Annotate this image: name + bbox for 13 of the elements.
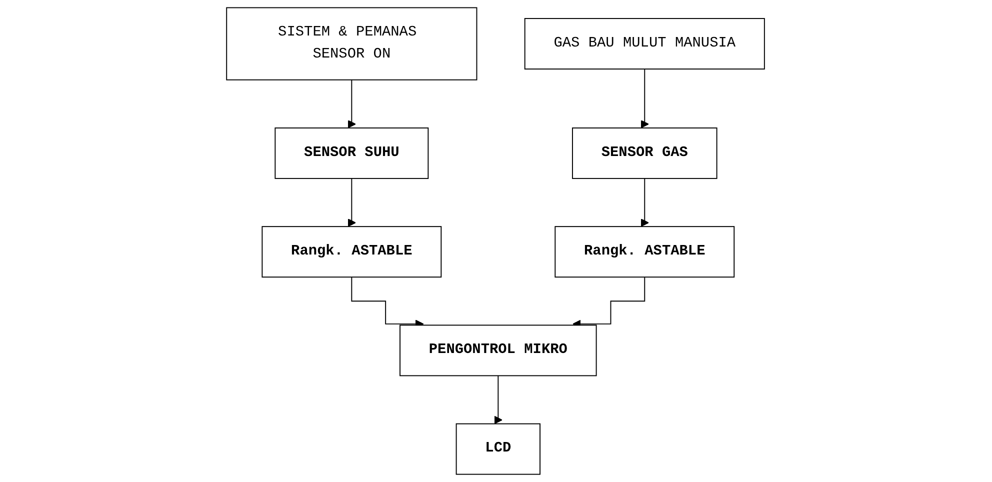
- arrow: [640, 178, 650, 227]
- arrow: [348, 79, 356, 128]
- node-box: GAS BAU MULUT MANUSIA: [524, 18, 766, 70]
- node-box: SISTEM & PEMANAS SENSOR ON: [226, 7, 478, 80]
- node-box: LCD: [456, 423, 541, 475]
- arrow: [348, 178, 356, 227]
- arrow: [640, 68, 650, 128]
- node-box: PENGONTROL MIKRO: [400, 324, 598, 376]
- node-box: Rangk. ASTABLE: [555, 226, 736, 278]
- node-box: SENSOR GAS: [572, 127, 718, 179]
- node-box: SENSOR SUHU: [275, 127, 430, 179]
- arrow: [494, 375, 503, 424]
- node-box: Rangk. ASTABLE: [262, 226, 442, 278]
